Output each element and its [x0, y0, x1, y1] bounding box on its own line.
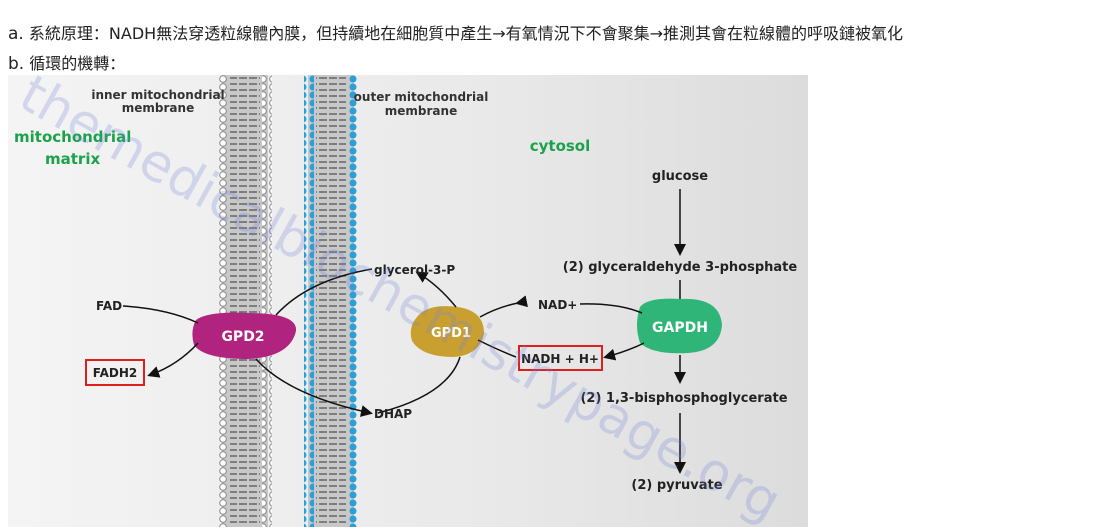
- outer-membrane-label-2: membrane: [385, 104, 457, 118]
- gpd1-label: GPD1: [431, 326, 471, 341]
- mechanism-line: b. 循環的機轉：: [8, 50, 125, 74]
- principle-text: 系統原理：NADH無法穿透粒線體內膜，但持續地在細胞質中產生→有氧情況下不會聚集…: [28, 24, 904, 43]
- cytosol-label: cytosol: [530, 137, 591, 155]
- g3p-label: (2) glyceraldehyde 3-phosphate: [563, 260, 798, 275]
- fadh2-highlight-box: [85, 359, 145, 386]
- fadh2-label: FADH2: [93, 366, 137, 380]
- bpg-label: (2) 1,3-bisphosphoglycerate: [580, 391, 787, 406]
- gapdh-label: GAPDH: [652, 320, 708, 336]
- nad-label: NAD+: [538, 298, 577, 312]
- list-marker-b: b.: [8, 54, 25, 74]
- dhap-label: DHAP: [374, 407, 412, 421]
- list-marker-a: a.: [8, 24, 24, 44]
- gpd2-enzyme: [192, 312, 297, 359]
- gpd1-enzyme: [410, 306, 484, 357]
- glucose-label: glucose: [652, 169, 708, 184]
- nadh-highlight-box: [518, 345, 603, 371]
- fad-label: FAD: [96, 299, 122, 313]
- mechanism-text: 循環的機轉：: [29, 54, 126, 73]
- matrix-label-2: matrix: [45, 150, 100, 168]
- inner-membrane-label: inner mitochondrial: [91, 88, 224, 102]
- principle-line: a. 系統原理：NADH無法穿透粒線體內膜，但持續地在細胞質中產生→有氧情況下不…: [8, 20, 903, 44]
- glycerol-phosphate-shuttle-diagram: inner mitochondrial membrane outer mitoc…: [8, 64, 808, 531]
- inner-membrane: [218, 75, 272, 527]
- nadh-label: NADH + H+: [521, 352, 599, 366]
- outer-membrane-label: outer mitochondrial: [354, 90, 489, 104]
- outer-membrane: [304, 75, 358, 527]
- gapdh-enzyme: [637, 298, 722, 354]
- pyruvate-label: (2) pyruvate: [631, 478, 722, 493]
- glycerol3p-label: glycerol-3-P: [374, 263, 455, 277]
- inner-membrane-label-2: membrane: [122, 101, 194, 115]
- matrix-label: mitochondrial: [14, 128, 131, 146]
- gpd2-label: GPD2: [221, 329, 264, 345]
